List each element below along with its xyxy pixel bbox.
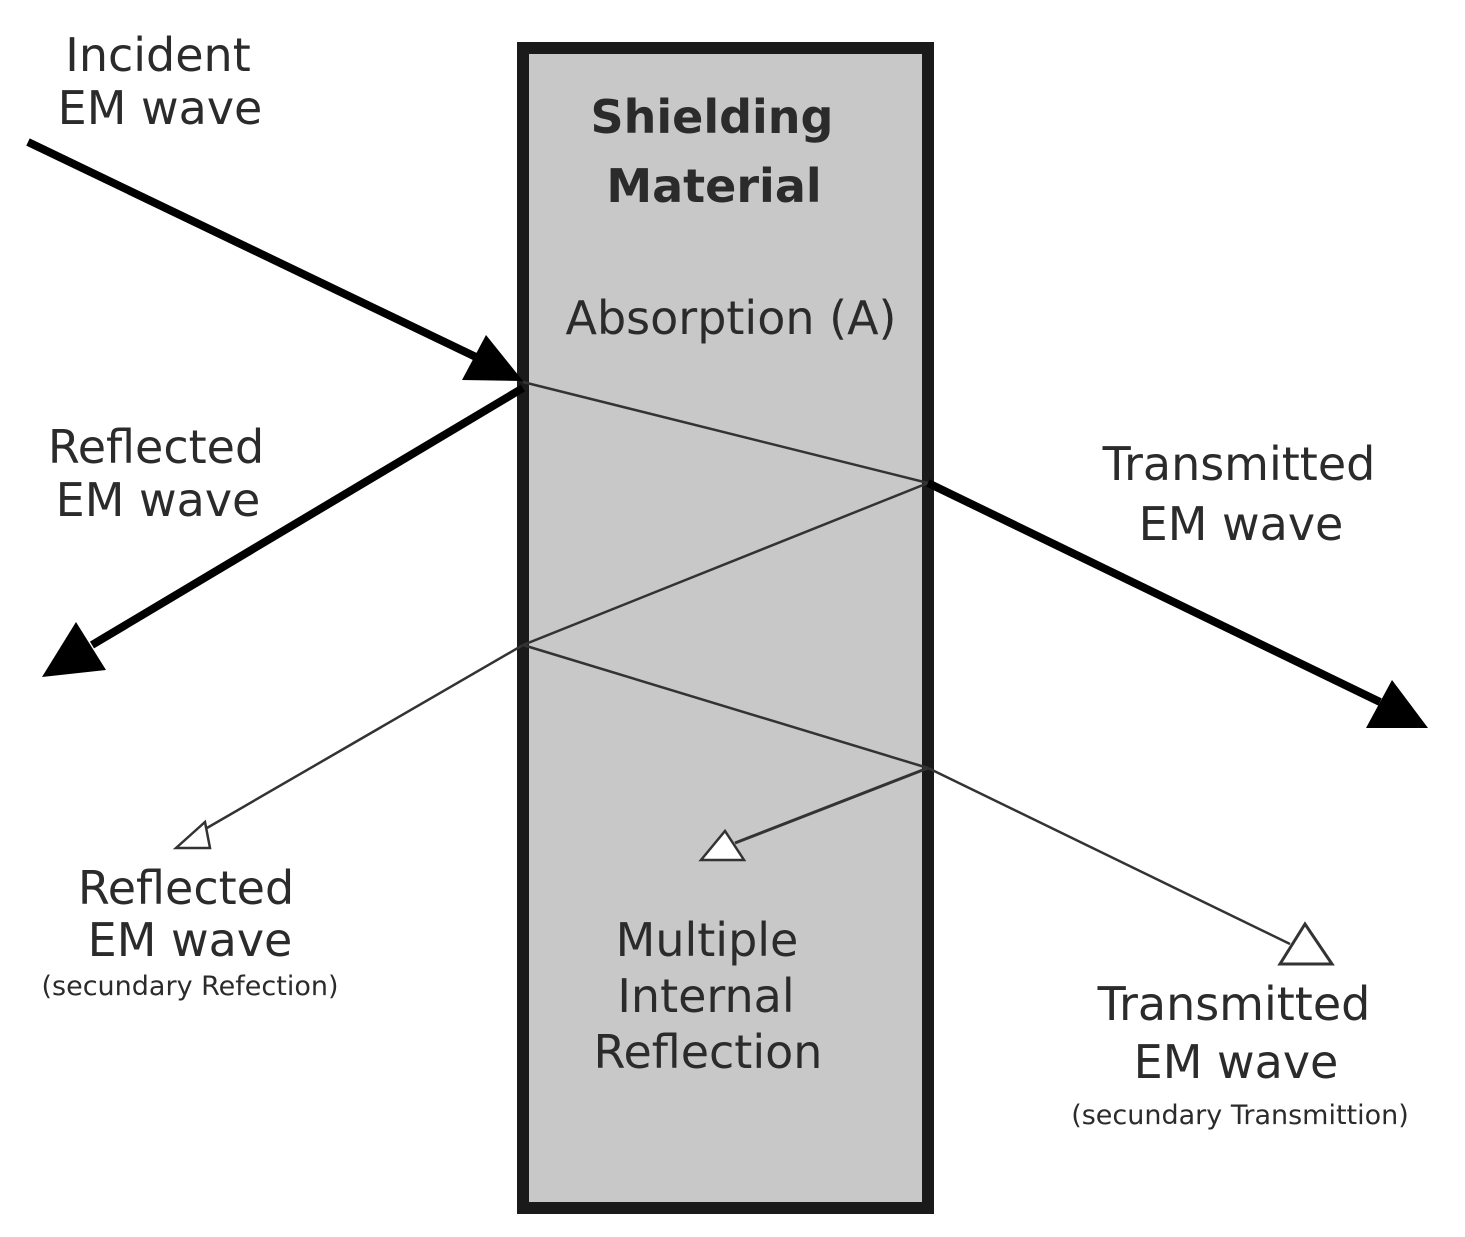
shield-title-line2: Material xyxy=(606,159,821,213)
secondary-transmitted-arrowhead-icon xyxy=(1277,921,1335,966)
reflected-label-line2: EM wave xyxy=(56,473,261,527)
reflected-line xyxy=(89,384,526,649)
shield-title-line1: Shielding xyxy=(591,90,834,144)
incident-arrowhead-icon xyxy=(462,335,523,381)
incident-wave xyxy=(26,138,523,381)
internal-path-1 xyxy=(522,380,929,485)
transmitted-line xyxy=(926,479,1382,706)
reflected-label-line1: Reflected xyxy=(48,420,264,474)
transmitted-arrowhead-icon xyxy=(1366,680,1428,728)
secondary-transmitted-label-line1: Transmitted xyxy=(1097,977,1371,1031)
secondary-reflected-arrowhead-icon xyxy=(172,819,212,850)
secondary-reflected-label-line1: Reflected xyxy=(78,861,294,915)
internal-label-line1: Multiple xyxy=(616,913,799,967)
secondary-transmitted-note: (secundary Transmittion) xyxy=(1071,1100,1409,1131)
incident-label-line2: EM wave xyxy=(58,81,263,135)
internal-label-line3: Reflection xyxy=(594,1025,823,1079)
internal-reflection-wave xyxy=(698,766,929,862)
transmitted-wave xyxy=(926,479,1428,728)
secondary-reflected-note: (secundary Refection) xyxy=(42,971,339,1002)
secondary-reflected-wave xyxy=(172,643,524,850)
internal-reflection-paths xyxy=(522,380,929,770)
secondary-transmitted-line xyxy=(927,766,1291,946)
secondary-reflected-label-line2: EM wave xyxy=(88,913,293,967)
secondary-transmitted-wave xyxy=(927,766,1335,966)
reflected-arrowhead-icon xyxy=(42,622,106,677)
internal-path-3 xyxy=(522,643,929,770)
incident-line xyxy=(26,138,480,362)
transmitted-label-line1: Transmitted xyxy=(1102,437,1376,491)
shielding-material-slab xyxy=(517,42,934,1214)
internal-reflection-arrowhead-icon xyxy=(698,828,747,862)
secondary-transmitted-label-line2: EM wave xyxy=(1134,1035,1339,1089)
absorption-label: Absorption (A) xyxy=(566,291,897,345)
internal-label-line2: Internal xyxy=(617,969,794,1023)
internal-path-2 xyxy=(522,481,929,647)
reflected-wave xyxy=(42,384,526,677)
incident-label-line1: Incident xyxy=(65,28,250,82)
transmitted-label-line2: EM wave xyxy=(1139,497,1344,551)
secondary-reflected-line xyxy=(199,643,524,834)
internal-reflection-line xyxy=(734,766,929,845)
